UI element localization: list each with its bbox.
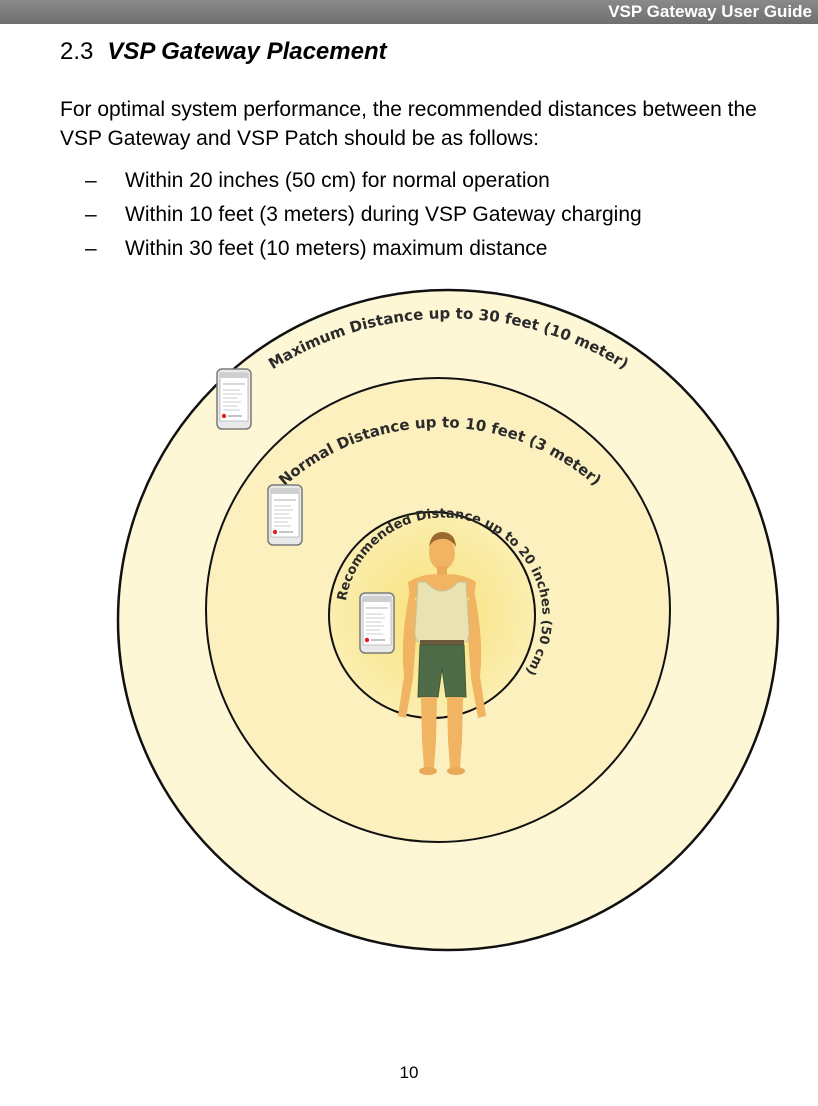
section-number: 2.3 [60, 38, 94, 65]
section-heading: 2.3 VSP Gateway Placement [60, 38, 387, 66]
bullet-dash: – [85, 237, 97, 260]
list-item: – Within 20 inches (50 cm) for normal op… [60, 166, 800, 200]
bullet-dash: – [85, 169, 97, 192]
page-number: 10 [399, 1063, 419, 1082]
intro-paragraph: For optimal system performance, the reco… [60, 98, 757, 150]
bullet-text: Within 30 feet (10 meters) maximum dista… [125, 237, 548, 260]
bullet-text: Within 10 feet (3 meters) during VSP Gat… [125, 203, 642, 226]
distance-list: – Within 20 inches (50 cm) for normal op… [60, 166, 800, 268]
list-item: – Within 10 feet (3 meters) during VSP G… [60, 200, 800, 234]
section-title: VSP Gateway Placement [107, 38, 387, 65]
gateway-device-icon [267, 484, 303, 546]
bullet-dash: – [85, 203, 97, 226]
placement-diagram: Maximum Distance up to 30 feet (10 meter… [116, 288, 780, 952]
human-figure [398, 532, 486, 775]
gateway-device-icon [359, 592, 395, 654]
list-item: – Within 30 feet (10 meters) maximum dis… [60, 234, 800, 268]
header-bar: VSP Gateway User Guide [0, 0, 818, 24]
bullet-text: Within 20 inches (50 cm) for normal oper… [125, 169, 550, 192]
gateway-device-icon [216, 368, 252, 430]
header-title: VSP Gateway User Guide [608, 2, 812, 21]
